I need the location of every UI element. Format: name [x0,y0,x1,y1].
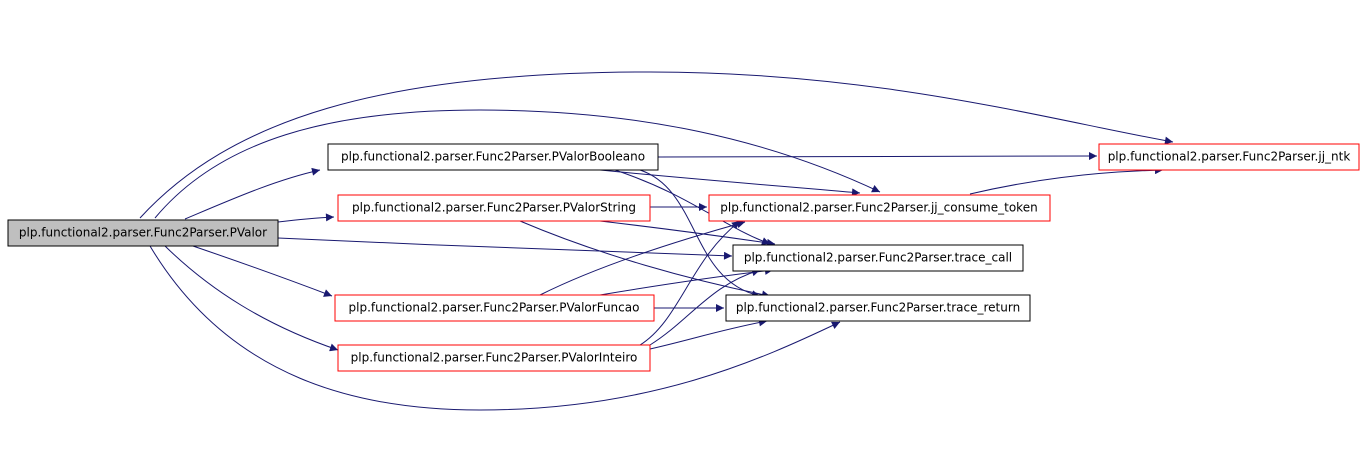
node-trace-return-label: plp.functional2.parser.Func2Parser.trace… [736,301,1020,315]
node-pvalor-inteiro[interactable]: plp.functional2.parser.Func2Parser.PValo… [337,344,651,372]
node-jj-ntk-label: plp.functional2.parser.Func2Parser.jj_nt… [1108,150,1351,164]
node-trace-call-label: plp.functional2.parser.Func2Parser.trace… [744,251,1012,265]
node-pvalor-string-label: plp.functional2.parser.Func2Parser.PValo… [352,201,636,215]
node-pvalor-label: plp.functional2.parser.Func2Parser.PValo… [19,226,267,240]
edge-pvalor-booleano-to-jj-consume-token [599,169,861,197]
edge-pvalor-to-trace-call [277,237,733,260]
edge-pvalor-inteiro-to-trace-call [649,268,761,346]
edge-pvalor-booleano-to-jj-ntk [657,152,1098,161]
node-pvalor-string[interactable]: plp.functional2.parser.Func2Parser.PValo… [337,194,651,222]
node-pvalor-booleano-label: plp.functional2.parser.Func2Parser.PValo… [341,150,645,164]
edge-pvalor-string-to-trace-return [519,220,771,299]
edge-pvalor-funcao-to-jj-consume-token [539,220,746,296]
node-pvalor-funcao[interactable]: plp.functional2.parser.Func2Parser.PValo… [334,294,655,322]
edge-pvalor-to-jj-ntk [139,71,1174,219]
node-trace-return[interactable]: plp.functional2.parser.Func2Parser.trace… [725,294,1031,322]
edge-pvalor-to-pvalor-string [277,213,335,223]
node-trace-call[interactable]: plp.functional2.parser.Func2Parser.trace… [732,244,1024,272]
node-pvalor-booleano[interactable]: plp.functional2.parser.Func2Parser.PValo… [327,143,659,171]
edge-pvalor-to-pvalor-inteiro [164,245,339,352]
edge-pvalor-inteiro-to-trace-return [649,318,768,350]
edge-pvalor-to-pvalor-funcao [189,244,333,297]
edge-pvalor-booleano-to-trace-return [639,169,761,299]
node-pvalor-inteiro-label: plp.functional2.parser.Func2Parser.PValo… [351,351,638,365]
node-pvalor-funcao-label: plp.functional2.parser.Func2Parser.PValo… [349,301,640,315]
edge-pvalor-to-pvalor-booleano [184,167,321,220]
edge-pvalor-inteiro-to-jj-consume-token [639,220,741,346]
node-jj-consume-token[interactable]: plp.functional2.parser.Func2Parser.jj_co… [708,194,1051,222]
node-pvalor[interactable]: plp.functional2.parser.Func2Parser.PValo… [7,219,279,247]
edge-jj-consume-token-to-jj-ntk [969,166,1164,195]
edge-pvalor-to-trace-return [149,245,841,411]
edge-pvalor-to-jj-consume-token [154,109,881,219]
edge-pvalor-string-to-trace-call [599,220,776,247]
node-jj-consume-token-label: plp.functional2.parser.Func2Parser.jj_co… [720,201,1037,215]
node-jj-ntk[interactable]: plp.functional2.parser.Func2Parser.jj_nt… [1098,143,1360,171]
